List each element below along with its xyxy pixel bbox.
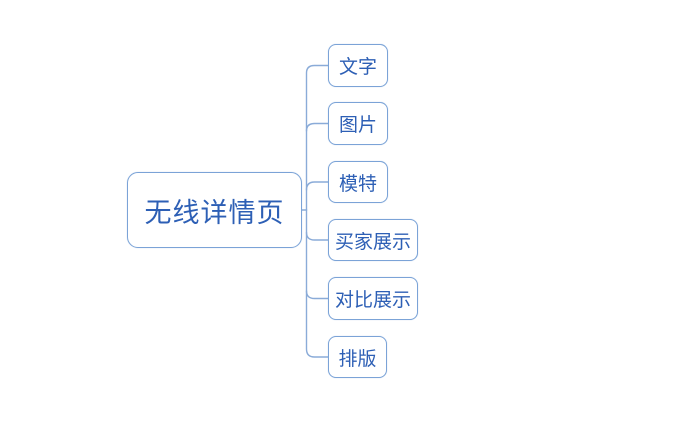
connector-branch-image	[305, 122, 329, 132]
connector-branch-compare-show	[305, 290, 329, 300]
node-root-wireless-detail-page[interactable]: 无线详情页	[127, 172, 302, 248]
node-buyer-show[interactable]: 买家展示	[328, 219, 418, 261]
node-layout-label: 排版	[338, 348, 377, 370]
node-buyer-show-label: 买家展示	[334, 231, 411, 253]
node-model[interactable]: 模特	[328, 161, 388, 203]
connector-branch-model	[305, 181, 329, 191]
node-text-label: 文字	[338, 57, 377, 78]
connector-branch-text	[305, 64, 329, 211]
node-model-label: 模特	[338, 173, 377, 195]
node-compare-show-label: 对比展示	[334, 290, 411, 311]
node-compare-show[interactable]: 对比展示	[328, 277, 418, 320]
node-text[interactable]: 文字	[328, 44, 388, 87]
node-root-label: 无线详情页	[144, 197, 285, 228]
node-image-label: 图片	[338, 115, 377, 136]
connector-branch-buyer-show	[305, 231, 329, 241]
connector-branch-layout	[305, 209, 329, 358]
node-image[interactable]: 图片	[328, 102, 388, 145]
node-layout[interactable]: 排版	[328, 336, 387, 378]
